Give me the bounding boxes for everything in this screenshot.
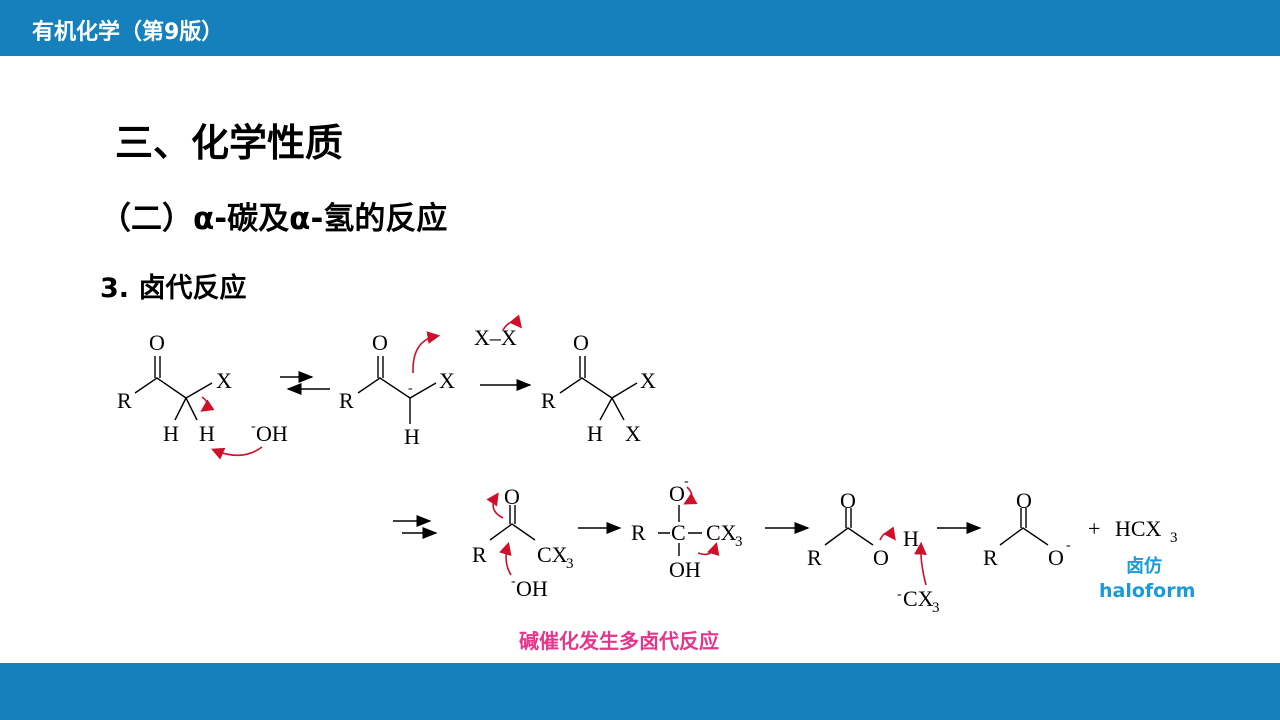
atom-label: 3 — [735, 534, 743, 550]
atom-label: R — [339, 388, 354, 413]
atom-label: 3 — [566, 556, 574, 572]
topic-heading: 3. 卤代反应 — [100, 273, 247, 304]
atom-label: OH — [516, 576, 548, 601]
atom-label: 3 — [932, 600, 940, 616]
atom-label: CX — [706, 520, 737, 545]
atom-label: C — [671, 520, 686, 545]
atom-label: H — [163, 421, 179, 446]
atom-label: O — [1048, 545, 1064, 570]
subsection-heading: （二）α-碳及α-氢的反应 — [100, 201, 448, 237]
atom-label: X — [625, 421, 641, 446]
atom-label: X — [216, 368, 232, 393]
atom-label: CX — [903, 586, 934, 611]
atom-label: - — [897, 587, 902, 602]
atom-label: H — [587, 421, 603, 446]
bonds — [134, 356, 1049, 556]
atom-label: R — [631, 520, 646, 545]
atom-label: O — [1016, 488, 1032, 513]
atom-label: - — [251, 419, 256, 434]
haloform-label-cn: 卤仿 — [1126, 556, 1162, 577]
atom-label: - — [1066, 538, 1071, 553]
atom-label: OH — [669, 557, 701, 582]
atom-label: X–X — [474, 325, 517, 350]
atom-label: X — [439, 368, 455, 393]
atom-label: O — [573, 330, 589, 355]
atom-label: R — [541, 388, 556, 413]
atom-label: R — [117, 388, 132, 413]
atom-label: - — [511, 574, 516, 589]
header-bar: 有机化学（第9版） — [0, 0, 1280, 56]
atom-label: O — [504, 484, 520, 509]
reaction-arrows — [280, 371, 982, 539]
atom-label: HCX — [1115, 516, 1162, 541]
atom-label: - — [408, 381, 413, 396]
electron-arrows — [200, 314, 927, 586]
atom-label: + — [1088, 516, 1100, 541]
atom-label: H — [903, 526, 919, 551]
atom-labels: R O X H H - OH R O - X H X–X R O X H X R… — [117, 325, 1178, 616]
app-title: 有机化学（第9版） — [32, 20, 224, 45]
base-catalysis-note: 碱催化发生多卤代反应 — [519, 629, 719, 653]
atom-label: - — [684, 474, 689, 489]
atom-label: R — [472, 542, 487, 567]
atom-label: CX — [537, 542, 568, 567]
atom-label: O — [840, 488, 856, 513]
atom-label: R — [807, 545, 822, 570]
atom-label: R — [983, 545, 998, 570]
atom-label: 3 — [1170, 530, 1178, 546]
atom-label: H — [404, 424, 420, 449]
atom-label: OH — [256, 421, 288, 446]
atom-label: X — [640, 368, 656, 393]
section-heading: 三、化学性质 — [115, 121, 344, 165]
atom-label: O — [372, 330, 388, 355]
haloform-label-en: haloform — [1099, 580, 1196, 602]
atom-label: O — [873, 545, 889, 570]
atom-label: O — [149, 330, 165, 355]
footer-bar — [0, 663, 1280, 720]
atom-label: H — [199, 421, 215, 446]
atom-label: O — [669, 481, 685, 506]
